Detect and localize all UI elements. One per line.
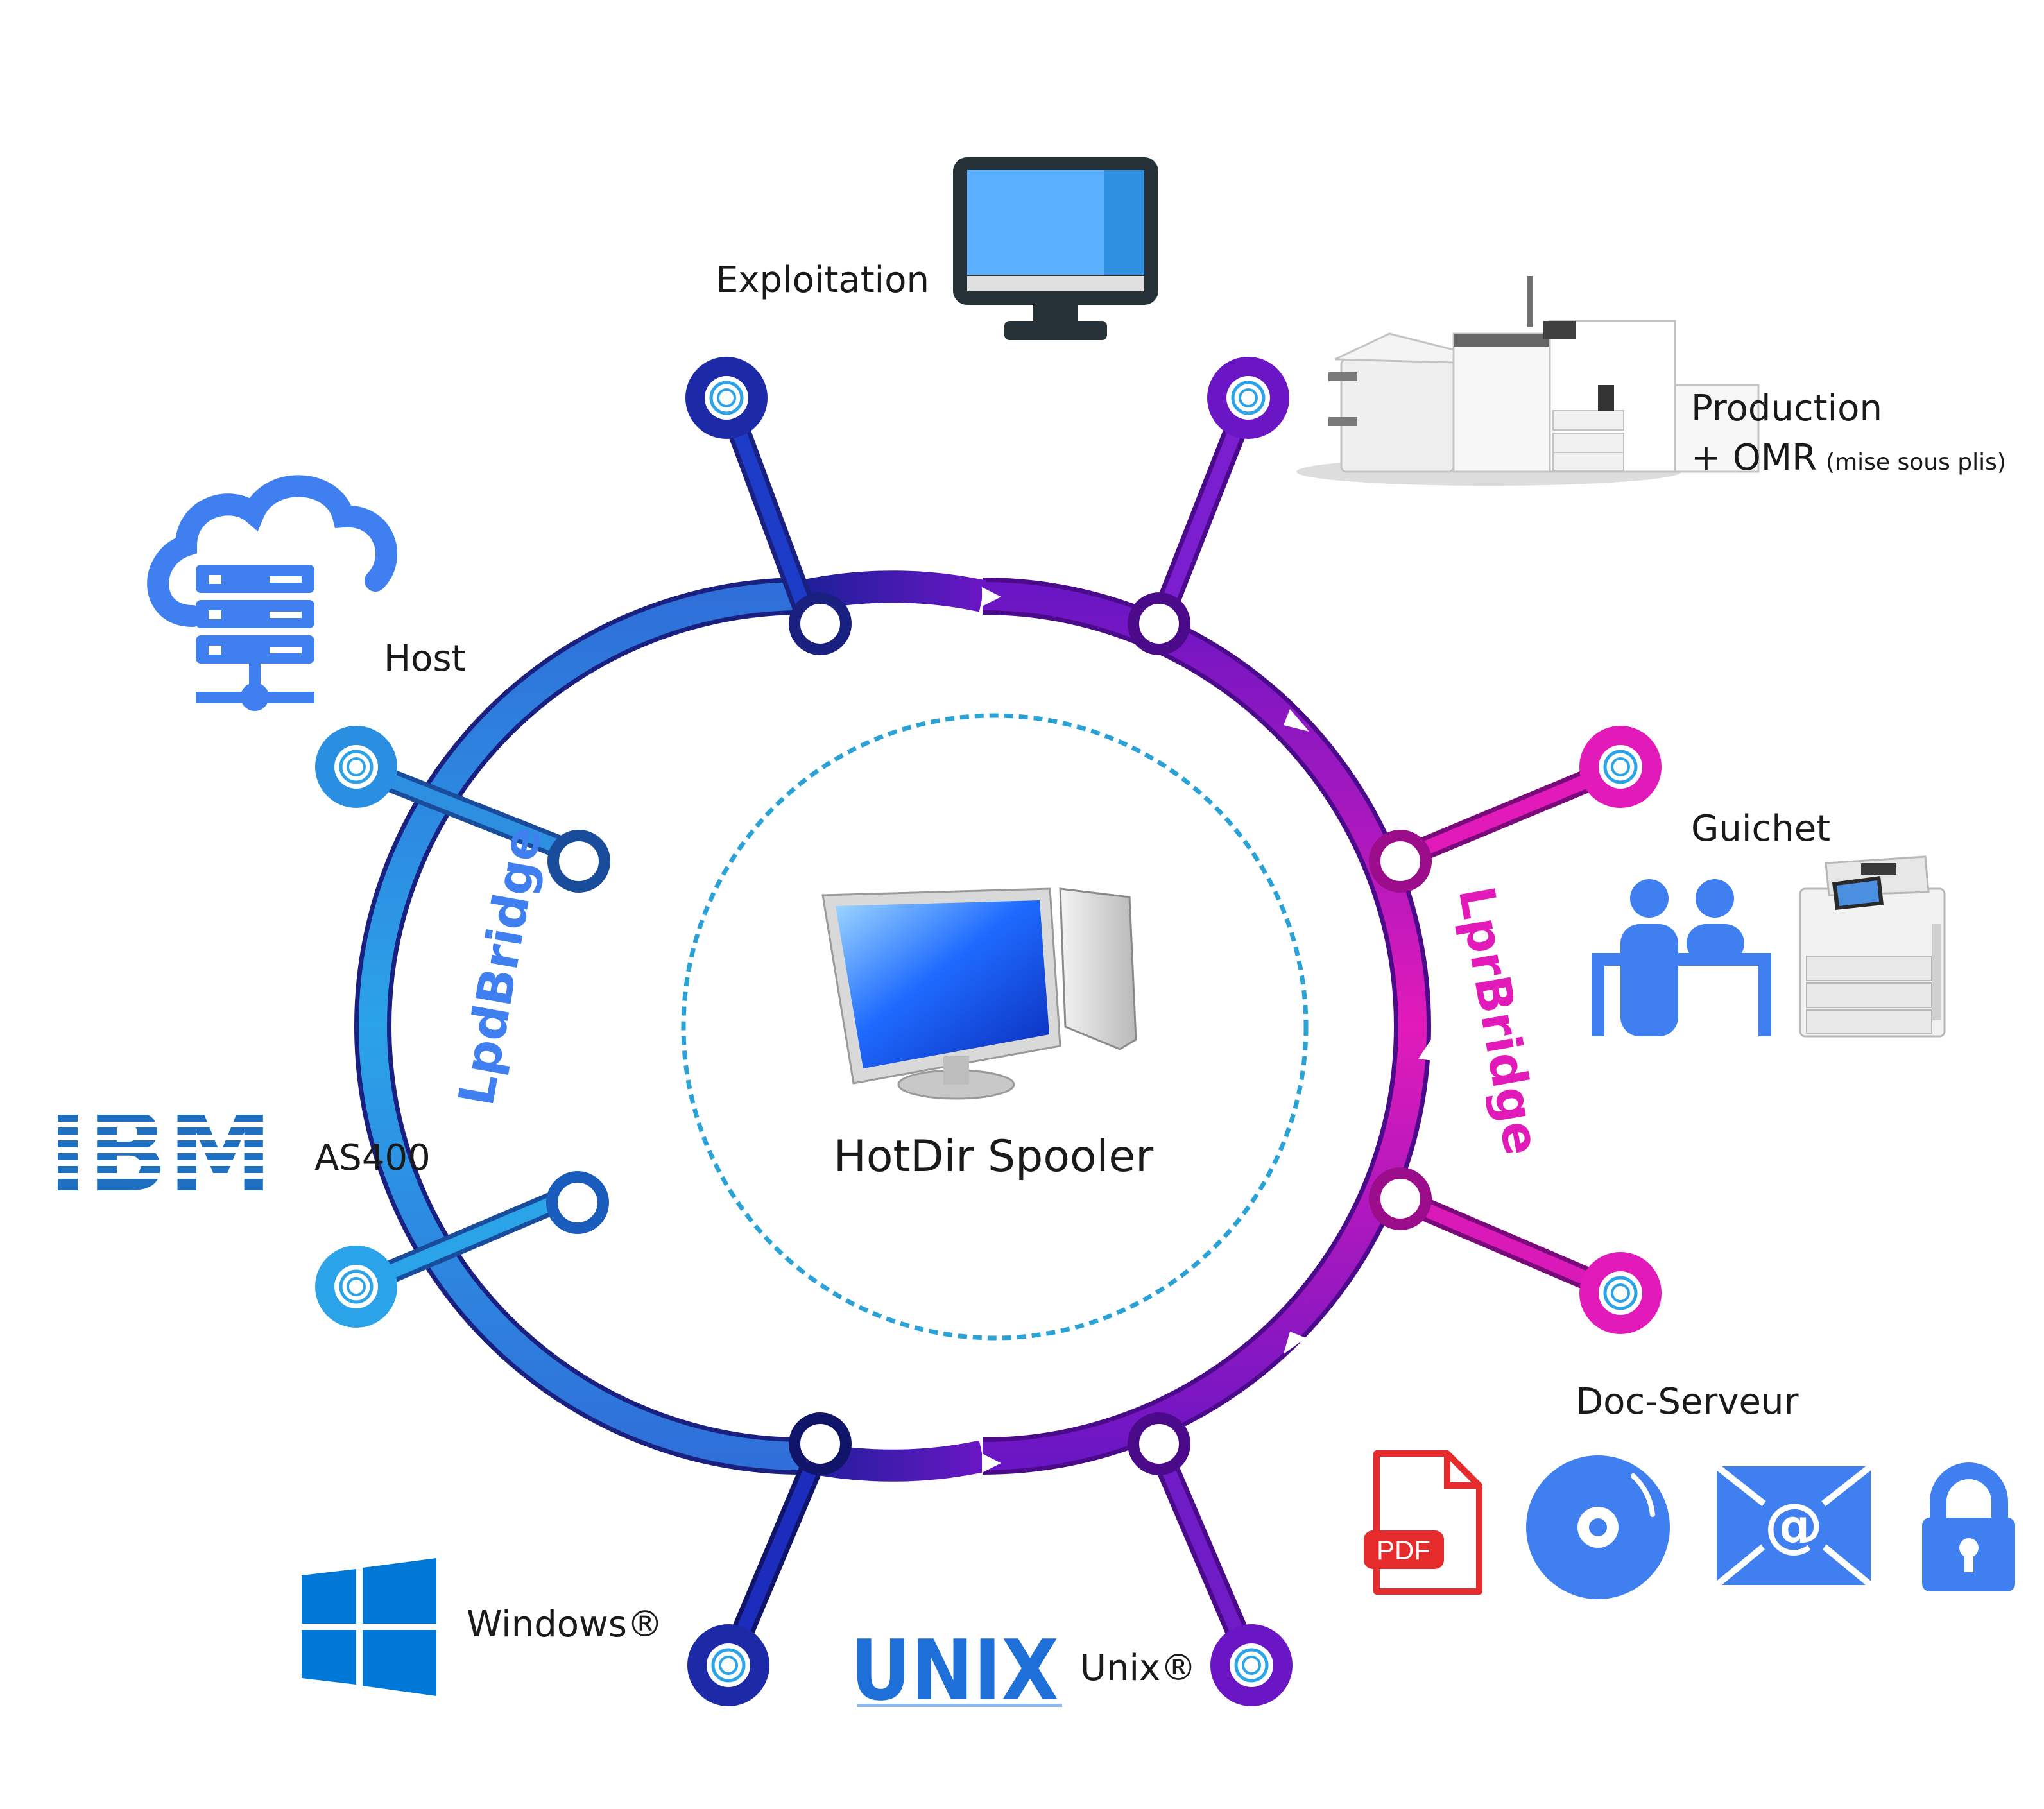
pdf-icon: PDF xyxy=(1364,1450,1482,1595)
lprbridge-label: LprBridge xyxy=(1448,882,1551,1159)
people-counter-icon xyxy=(1592,879,1771,1036)
junction xyxy=(1369,1167,1432,1230)
monitor-icon xyxy=(953,157,1158,340)
guichet-label: Guichet xyxy=(1691,808,1830,850)
lpdbridge-label: LpdBridge xyxy=(447,822,553,1110)
center-title: HotDir Spooler xyxy=(834,1131,1153,1182)
email-icon: @ xyxy=(1714,1464,1873,1588)
junction xyxy=(1128,592,1190,655)
ring-arrow xyxy=(1284,1332,1306,1354)
ring-arrow xyxy=(982,1453,1001,1473)
as400-label: AS400 xyxy=(314,1137,431,1179)
unix-logo: UNIX xyxy=(850,1622,1062,1719)
svg-text:PDF: PDF xyxy=(1377,1535,1430,1565)
endpoint-right-upper xyxy=(1579,726,1662,808)
printer-production-icon xyxy=(1296,276,1760,486)
endpoint-bottom-left xyxy=(687,1624,769,1706)
production-omr: + OMR xyxy=(1691,437,1817,479)
windows-label: Windows® xyxy=(467,1604,663,1645)
svg-text:@: @ xyxy=(1764,1491,1823,1559)
junction xyxy=(1128,1412,1190,1475)
cloud-server-icon xyxy=(147,475,397,711)
lock-icon xyxy=(1922,1462,2015,1591)
endpoint-bottom-right xyxy=(1210,1624,1293,1706)
copier-icon xyxy=(1799,855,1946,1038)
ring-arrow xyxy=(552,1011,571,1033)
computer-icon xyxy=(821,887,1137,1100)
ring-arrows xyxy=(552,587,1444,1473)
ring-arrow xyxy=(677,1338,700,1357)
exploitation-label: Exploitation xyxy=(716,259,929,301)
ring-arrow xyxy=(1284,709,1309,732)
production-note: (mise sous plis) xyxy=(1826,449,2006,476)
junction xyxy=(546,1171,609,1234)
endpoint-right-lower xyxy=(1579,1252,1662,1334)
endpoints xyxy=(315,357,1662,1706)
production-label-line2: + OMR (mise sous plis) xyxy=(1691,437,2006,479)
endpoint-left-lower xyxy=(315,1246,397,1328)
windows-logo xyxy=(302,1558,436,1696)
doc-serveur-label: Doc-Serveur xyxy=(1576,1381,1799,1423)
ring-top-arc xyxy=(799,570,986,612)
disc-icon xyxy=(1526,1455,1670,1599)
ring-arrow xyxy=(1418,1040,1444,1062)
junction xyxy=(1369,830,1432,893)
ring-left-arc xyxy=(354,578,803,1475)
svg-text:UNIX: UNIX xyxy=(850,1622,1059,1719)
junction xyxy=(789,592,852,655)
host-label: Host xyxy=(384,638,466,680)
endpoint-top-left xyxy=(685,357,768,439)
center-dashed-circle xyxy=(681,713,1309,1341)
endpoint-left-upper xyxy=(315,726,397,808)
ring-arrow xyxy=(671,693,693,712)
junction xyxy=(789,1412,852,1475)
endpoint-top-right xyxy=(1207,357,1289,439)
unix-label: Unix® xyxy=(1080,1647,1196,1689)
production-label-line1: Production xyxy=(1691,388,1882,429)
ring-arrow xyxy=(982,587,1001,606)
ibm-logo: IBM xyxy=(45,1090,276,1217)
ring-junctions xyxy=(546,592,1432,1475)
junction xyxy=(547,830,610,893)
